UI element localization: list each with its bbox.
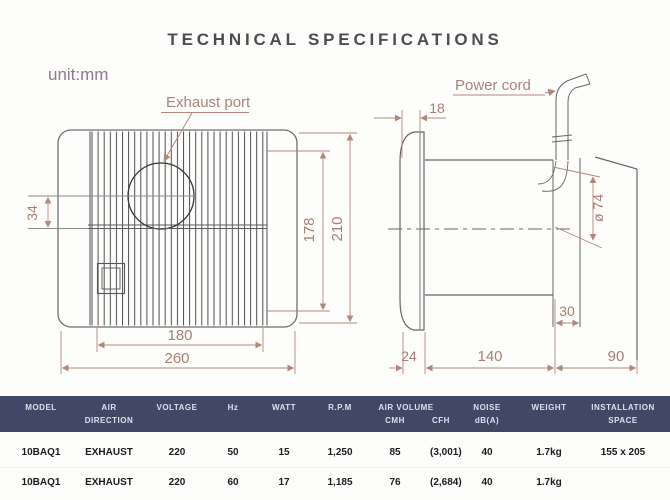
col-header-noise: NOISE dB(A) (473, 403, 501, 425)
wall-section (594, 156, 638, 360)
page-title: TECHNICAL SPECIFICATIONS (167, 30, 503, 49)
col-header-watt: WATT (271, 403, 297, 412)
exhaust-port-label: Exhaust port (166, 94, 251, 111)
col-header-model: MODEL (25, 403, 57, 412)
col-header-air-volume: AIR VOLUME CMH CFH (360, 402, 452, 432)
svg-text:90: 90 (608, 348, 625, 365)
cell-installation-space: 155 x 205 (600, 447, 646, 458)
unit-label: unit:mm (48, 65, 108, 84)
cell-weight: 1.7kg (536, 447, 562, 458)
svg-text:ø 74: ø 74 (590, 194, 606, 222)
svg-text:24: 24 (401, 348, 417, 364)
cell-cmh: 85 (389, 447, 401, 458)
pull-switch (96, 262, 126, 295)
svg-text:178: 178 (301, 217, 318, 242)
cell-hz: 60 (227, 477, 239, 488)
cell-air-direction: EXHAUST (85, 447, 133, 458)
cell-cfh: (3,001) (430, 447, 462, 458)
col-header-air-direction: AIR DIRECTION (84, 403, 134, 425)
cell-noise: 40 (481, 447, 493, 458)
dimension-width-260: 260 (60, 331, 296, 374)
air-volume-subheaders: CMH CFH (360, 415, 452, 428)
cell-voltage: 220 (168, 447, 186, 458)
svg-text:140: 140 (477, 348, 502, 365)
cell-watt: 15 (278, 447, 290, 458)
cell-rpm: 1,185 (327, 477, 353, 488)
spec-table: MODEL AIR DIRECTION VOLTAGE Hz WATT R.P.… (0, 396, 670, 497)
col-header-cmh: CMH (385, 415, 405, 425)
dimension-flange-18: 18 (374, 100, 446, 158)
dimension-duct-diameter-74: ø 74 (552, 166, 606, 249)
table-row: 10BAQ1 EXHAUST 220 50 15 1,250 85 (3,001… (0, 438, 670, 468)
cell-model: 10BAQ1 (21, 477, 61, 488)
cell-voltage: 220 (168, 477, 186, 488)
svg-text:180: 180 (167, 327, 192, 344)
spec-table-header: MODEL AIR DIRECTION VOLTAGE Hz WATT R.P.… (0, 396, 670, 432)
cell-cfh: (2,684) (430, 477, 462, 488)
dimension-inner-width-180: 180 (96, 327, 264, 352)
col-header-hz: Hz (227, 403, 239, 412)
fan-side-outline (388, 73, 638, 360)
exhaust-port-callout: Exhaust port (161, 94, 251, 162)
svg-text:260: 260 (164, 350, 189, 367)
cell-watt: 17 (278, 477, 290, 488)
cell-model: 10BAQ1 (21, 447, 61, 458)
svg-text:210: 210 (329, 216, 346, 241)
col-header-voltage: VOLTAGE (156, 403, 198, 412)
svg-text:34: 34 (24, 205, 40, 221)
dimension-height-210: 210 (299, 132, 357, 324)
dimension-body-depth-140: 140 (425, 299, 556, 374)
cell-noise: 40 (481, 477, 493, 488)
col-header-weight: WEIGHT (531, 403, 567, 412)
dimension-inner-height-178: 178 (267, 150, 330, 312)
technical-drawing: unit:mm Exhaust port (24, 65, 638, 374)
cell-hz: 50 (227, 447, 239, 458)
front-cover-profile (399, 131, 425, 331)
power-cord-label: Power cord (455, 77, 531, 94)
dimension-duct-length-90: 90 (555, 348, 638, 374)
col-header-rpm: R.P.M (328, 403, 352, 412)
col-header-installation-space: INSTALLATION SPACE (591, 403, 655, 425)
cell-cmh: 76 (389, 477, 401, 488)
dimension-duct-protrusion-30: 30 (555, 303, 580, 327)
side-view: Power cord 18 ø 74 30 (374, 73, 638, 374)
col-header-cfh: CFH (432, 415, 450, 425)
dimension-front-depth-24: 24 (389, 332, 426, 374)
power-cord-shape (537, 73, 591, 192)
front-view: Exhaust port 34 178 210 (24, 94, 357, 374)
power-cord-callout: Power cord (453, 77, 556, 97)
svg-text:18: 18 (429, 100, 445, 116)
cell-weight: 1.7kg (536, 477, 562, 488)
svg-text:30: 30 (559, 303, 575, 319)
cell-rpm: 1,250 (327, 447, 353, 458)
table-row: 10BAQ1 EXHAUST 220 60 17 1,185 76 (2,684… (0, 468, 670, 497)
cell-air-direction: EXHAUST (85, 477, 133, 488)
dimension-port-offset-34: 34 (24, 195, 267, 229)
